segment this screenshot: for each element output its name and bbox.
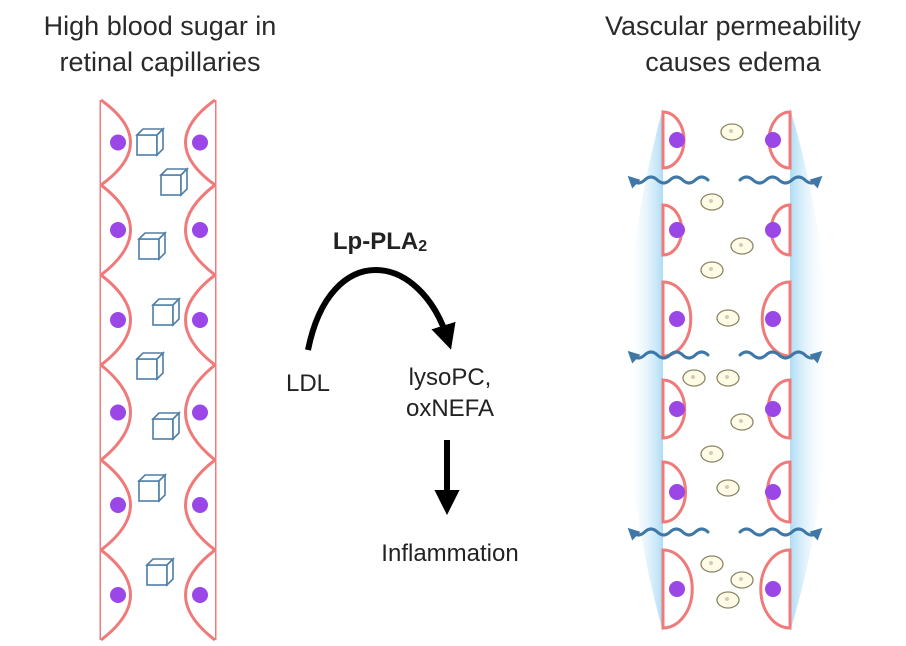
blood-cell-center [725,315,729,319]
blood-cell-center [739,243,743,247]
wavy-arrow-icon [627,175,710,189]
cube-icon [137,231,167,261]
left-title-line1: High blood sugar in [43,11,277,41]
nucleus [110,134,126,151]
nucleus [765,484,781,500]
blood-cell-center [709,561,713,565]
wavy-arrow-icon [738,350,823,364]
nucleus [192,312,208,328]
nucleus [765,311,781,327]
enzyme-subscript: 2 [418,238,428,255]
ldl-label: LDL [285,370,331,397]
nucleus [110,404,126,421]
cube-icon [137,473,167,503]
edema-glow-left [626,108,663,632]
cube-side [180,167,188,197]
enzyme-name: Lp-PLA [332,228,419,255]
left-panel-title: High blood sugar in retinal capillaries [0,8,320,80]
conversion-arrow [305,267,456,351]
nucleus [192,134,208,151]
cube-side [166,557,174,587]
nucleus [110,222,126,238]
nucleus [669,484,685,500]
cube-icon [159,167,189,197]
cube-front [160,174,182,196]
enzyme-label: Lp-PLA2 [300,226,460,262]
cube-front [136,358,158,380]
nucleus [765,401,781,417]
right-capillary [626,108,829,632]
nucleus [192,497,208,513]
inflammation-label: Inflammation [381,540,519,567]
blood-cell-center [725,375,729,379]
blood-cell-center [709,267,713,271]
nucleus [669,401,685,417]
cube-side [172,411,180,441]
wavy-arrow-icon [627,350,710,364]
nucleus [192,404,208,421]
pathway [305,267,460,516]
nucleus [669,132,685,148]
cube-icon [135,127,165,157]
cube-front [138,480,160,502]
cube-side [156,351,164,381]
nucleus [192,222,208,238]
nucleus [192,587,208,603]
cube-side [158,231,166,261]
cube-front [146,564,168,586]
cube-icon [151,297,181,327]
nucleus [110,497,126,513]
cube-front [138,238,160,260]
cube-front [152,418,174,440]
nucleus [765,581,781,597]
blood-cell-center [729,129,733,133]
product-line2: oxNEFA [405,395,495,422]
cube-side [158,473,166,503]
blood-cell-center [725,485,729,489]
blood-cell-center [691,375,695,379]
nucleus [669,311,685,327]
cube-icon [151,411,181,441]
nucleus [110,312,126,328]
cube-side [172,297,180,327]
blood-cell-center [725,597,729,601]
cube-front [136,134,158,156]
blood-cell-center [709,199,713,203]
wavy-arrow-icon [627,527,710,541]
blood-cell-center [709,451,713,455]
cube-side [156,127,164,157]
left-title-line2: retinal capillaries [59,47,261,77]
blood-cell-center [739,419,743,423]
nucleus [669,581,685,597]
blood-cell-center [739,577,743,581]
cube-icon [135,351,165,381]
nucleus [765,222,781,238]
left-capillary [99,98,217,642]
product-label: lysoPC, oxNEFA [370,362,530,424]
edema-glow-right [790,108,829,632]
nucleus [669,222,685,238]
cube-icon [145,557,175,587]
right-title-line1: Vascular permeability [604,11,862,41]
wavy-arrow-icon [738,175,823,189]
right-title-line2: causes edema [645,47,821,77]
wavy-arrow-icon [738,527,823,541]
nucleus [110,587,126,603]
nucleus [765,132,781,148]
product-line1: lysoPC, [408,364,492,391]
cube-front [152,304,174,326]
right-panel-title: Vascular permeability causes edema [560,8,906,80]
